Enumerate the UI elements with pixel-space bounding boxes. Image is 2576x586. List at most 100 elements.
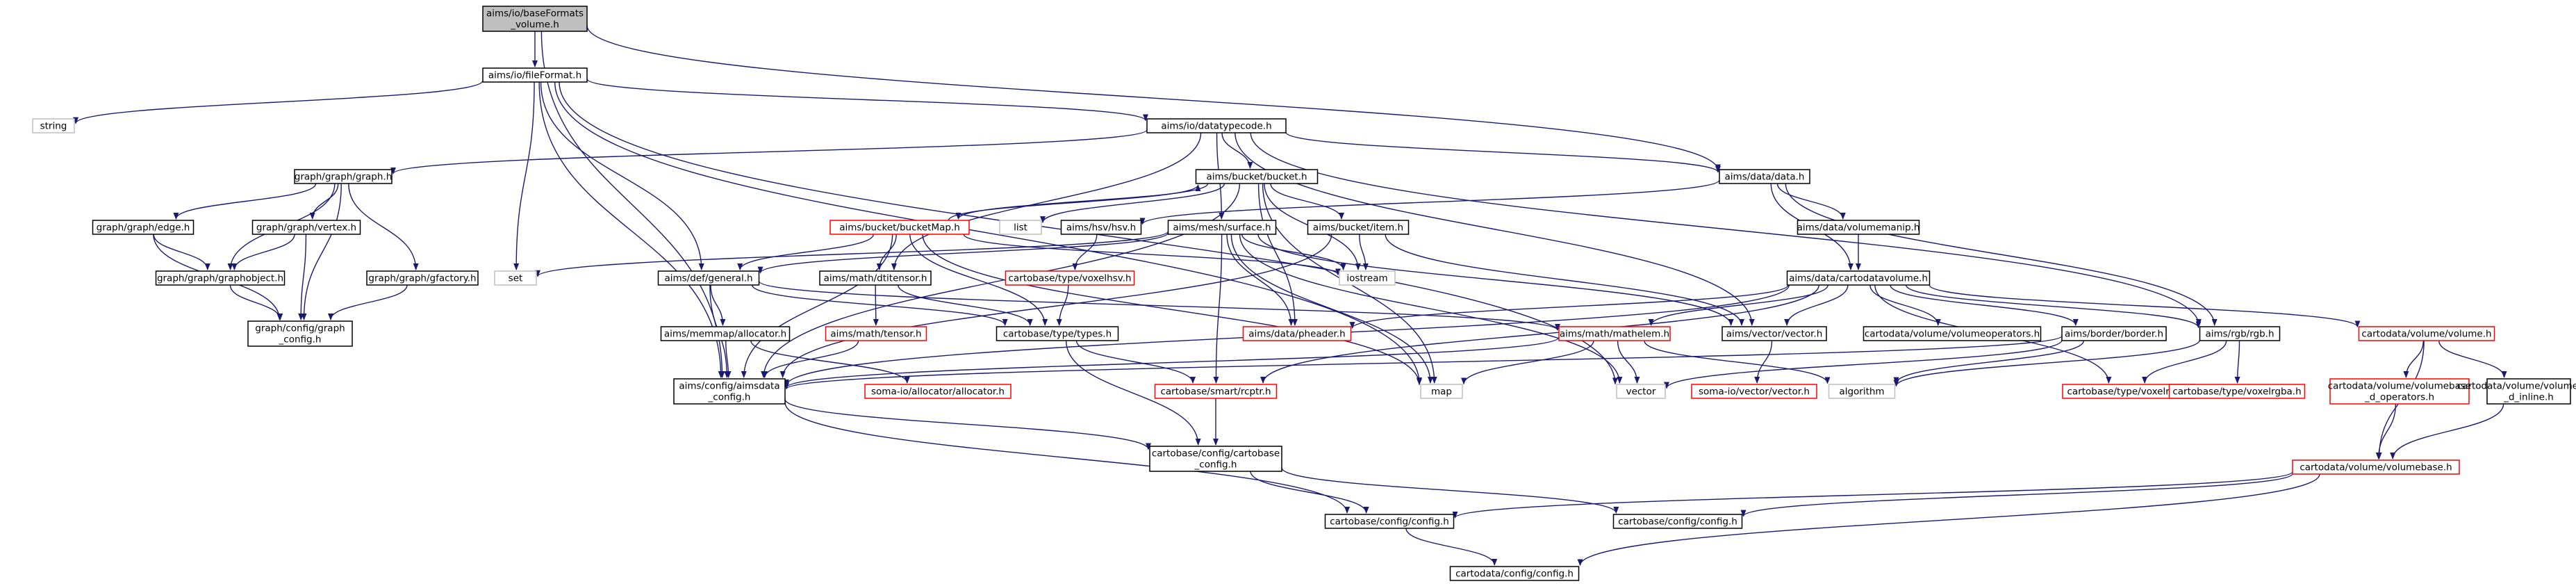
node-cbconfig[interactable]: cartobase/config/cartobase_config.h [1149,446,1282,472]
node-vbops[interactable]: cartodata/volume/volumebase_d_operators.… [2328,378,2472,405]
node-label-bucket: aims/bucket/bucket.h [1206,172,1307,183]
edge-cartodatavolume-to-volume [1929,284,2361,328]
edge-gfactory-to-graphconfig [328,284,408,320]
edge-cbconfigh-to-cdconfig [1405,528,1498,566]
node-label-vectorh: aims/vector/vector.h [1726,329,1823,340]
node-label-list: list [1014,222,1027,234]
node-box-hsv [1060,220,1142,235]
node-item[interactable]: aims/bucket/item.h [1307,220,1410,235]
node-volumemanip[interactable]: aims/data/volumemanip.h [1797,220,1920,235]
node-label-pheader: aims/data/pheader.h [1248,329,1345,340]
edge-datatypecode-to-data [1285,131,1721,173]
node-box-set [494,270,537,286]
node-cbconfigh[interactable]: cartobase/config/config.h [1324,514,1455,529]
node-label-graphobject: graph/graph/graphobject.h [157,273,283,284]
node-volume[interactable]: cartodata/volume/volume.h [2358,326,2495,341]
node-label-root-line1: aims/io/baseFormats [486,8,584,19]
edge-fileFormat-to-aimsdataconfig [538,81,724,378]
edge-fileFormat-to-general [540,81,704,270]
node-somaallocator[interactable]: soma-io/allocator/allocator.h [864,384,1012,399]
node-string[interactable]: string [32,118,75,133]
edge-cartodatavolume-to-border [1890,284,2079,326]
node-data[interactable]: aims/data/data.h [1719,169,1810,184]
node-set[interactable]: set [494,270,537,286]
node-rcptr[interactable]: cartobase/smart/rcptr.h [1154,384,1278,399]
node-allocator[interactable]: aims/memmap/allocator.h [660,326,791,341]
edge-bucketMap-to-dtitensor [876,234,897,270]
node-vector[interactable]: vector [1616,384,1666,399]
node-label-data: aims/data/data.h [1725,172,1805,183]
edge-surface-to-set [535,230,1169,277]
node-label-voxelhsv: cartobase/type/voxelhsv.h [1008,273,1131,284]
node-bucketMap[interactable]: aims/bucket/bucketMap.h [829,220,970,235]
edge-bucketMap-to-general [737,234,875,270]
node-box-somaallocator [864,384,1012,399]
node-box-pheader [1242,326,1352,341]
node-label-vbinline-line1: cartodata/volume/volumebase [2457,381,2576,392]
node-aimsdataconfig[interactable]: aims/config/aimsdata_config.h [673,378,786,405]
node-fileFormat[interactable]: aims/io/fileFormat.h [482,67,588,83]
edge-vbops-to-volumebase [2375,403,2397,459]
node-hsv[interactable]: aims/hsv/hsv.h [1060,220,1142,235]
node-box-cbconfigh [1324,514,1455,529]
node-box-data [1719,169,1810,184]
node-volumeoperators[interactable]: cartodata/volume/volumeoperators.h [1863,326,2042,341]
node-label-aimsdataconfig-line1: aims/config/aimsdata [679,381,779,392]
node-list[interactable]: list [999,220,1042,235]
node-box-fileFormat [482,67,588,83]
node-root: aims/io/baseFormats_volume.h [482,6,588,32]
node-types[interactable]: cartobase/type/types.h [996,326,1119,341]
node-mathelem[interactable]: aims/math/mathelem.h [1558,326,1671,341]
node-label-allocator: aims/memmap/allocator.h [664,329,786,340]
node-volumebase[interactable]: cartodata/volume/volumebase.h [2292,459,2460,475]
edge-cartodatavolume-to-pheader [1349,284,1789,329]
node-box-edge [92,220,195,235]
node-label-cbconfigh: cartobase/config/config.h [1330,516,1449,528]
node-tensor[interactable]: aims/math/tensor.h [825,326,927,341]
node-somavector[interactable]: soma-io/vector/vector.h [1691,384,1817,399]
edge-datatypecode-to-bucket [1221,132,1253,169]
node-surface[interactable]: aims/mesh/surface.h [1167,220,1277,235]
node-vertex[interactable]: graph/graph/vertex.h [251,220,361,235]
node-cbconfigh2[interactable]: cartobase/config/config.h [1612,514,1743,529]
node-gfactory[interactable]: graph/graph/gfactory.h [366,270,479,286]
node-voxelrgba[interactable]: cartobase/type/voxelrgba.h [2168,384,2306,399]
node-label-vertex: graph/graph/vertex.h [256,222,356,234]
edge-mathelem-to-aimsdataconfig [784,336,1560,389]
node-box-dtitensor [819,270,932,286]
node-border[interactable]: aims/border/border.h [2061,326,2167,341]
node-dtitensor[interactable]: aims/math/dtitensor.h [819,270,932,286]
edge-voxelhsv-to-types [1056,284,1069,326]
node-label-hsv: aims/hsv/hsv.h [1066,222,1136,234]
edge-mathelem-to-vector [1617,340,1640,384]
node-voxelhsv[interactable]: cartobase/type/voxelhsv.h [1005,270,1135,286]
node-cartodatavolume[interactable]: aims/data/cartodatavolume.h [1786,270,1931,286]
node-vectorh[interactable]: aims/vector/vector.h [1722,326,1827,341]
node-cdconfig[interactable]: cartodata/config/config.h [1449,566,1580,581]
node-box-graphobject [155,270,286,286]
node-bucket[interactable]: aims/bucket/bucket.h [1195,169,1319,184]
node-box-voxelhsv [1005,270,1135,286]
node-graph[interactable]: graph/graph/graph.h [294,169,393,184]
node-general[interactable]: aims/def/general.h [657,270,760,286]
node-edge[interactable]: graph/graph/edge.h [92,220,195,235]
node-graphobject[interactable]: graph/graph/graphobject.h [155,270,286,286]
node-pheader[interactable]: aims/data/pheader.h [1242,326,1352,341]
edge-general-to-mathelem [758,280,1560,331]
edge-graph-to-graphconfig [301,183,342,320]
node-graphconfig[interactable]: graph/config/graph_config.h [247,320,353,347]
node-algorithm[interactable]: algorithm [1828,384,1896,399]
edge-item-to-aimsdataconfig [779,234,1332,378]
node-label-vbinline-line2: _d_inline.h [2503,392,2554,403]
node-box-voxelrgba [2168,384,2306,399]
edge-aimsdataconfig-to-cbconfig [784,398,1151,450]
node-map[interactable]: map [1420,384,1463,399]
nodes-layer: aims/io/baseFormats_volume.h aims/io/file… [32,6,2576,581]
node-rgb[interactable]: aims/rgb/rgb.h [2199,326,2281,341]
edge-surface-to-iostream [1241,234,1346,270]
node-vbinline[interactable]: cartodata/volume/volumebase_d_inline.h [2457,378,2576,405]
edge-fileFormat-to-datatypecode [586,78,1148,122]
node-datatypecode[interactable]: aims/io/datatypecode.h [1146,118,1287,133]
node-iostream[interactable]: iostream [1339,270,1396,286]
edge-border-to-vector [1664,339,2063,389]
